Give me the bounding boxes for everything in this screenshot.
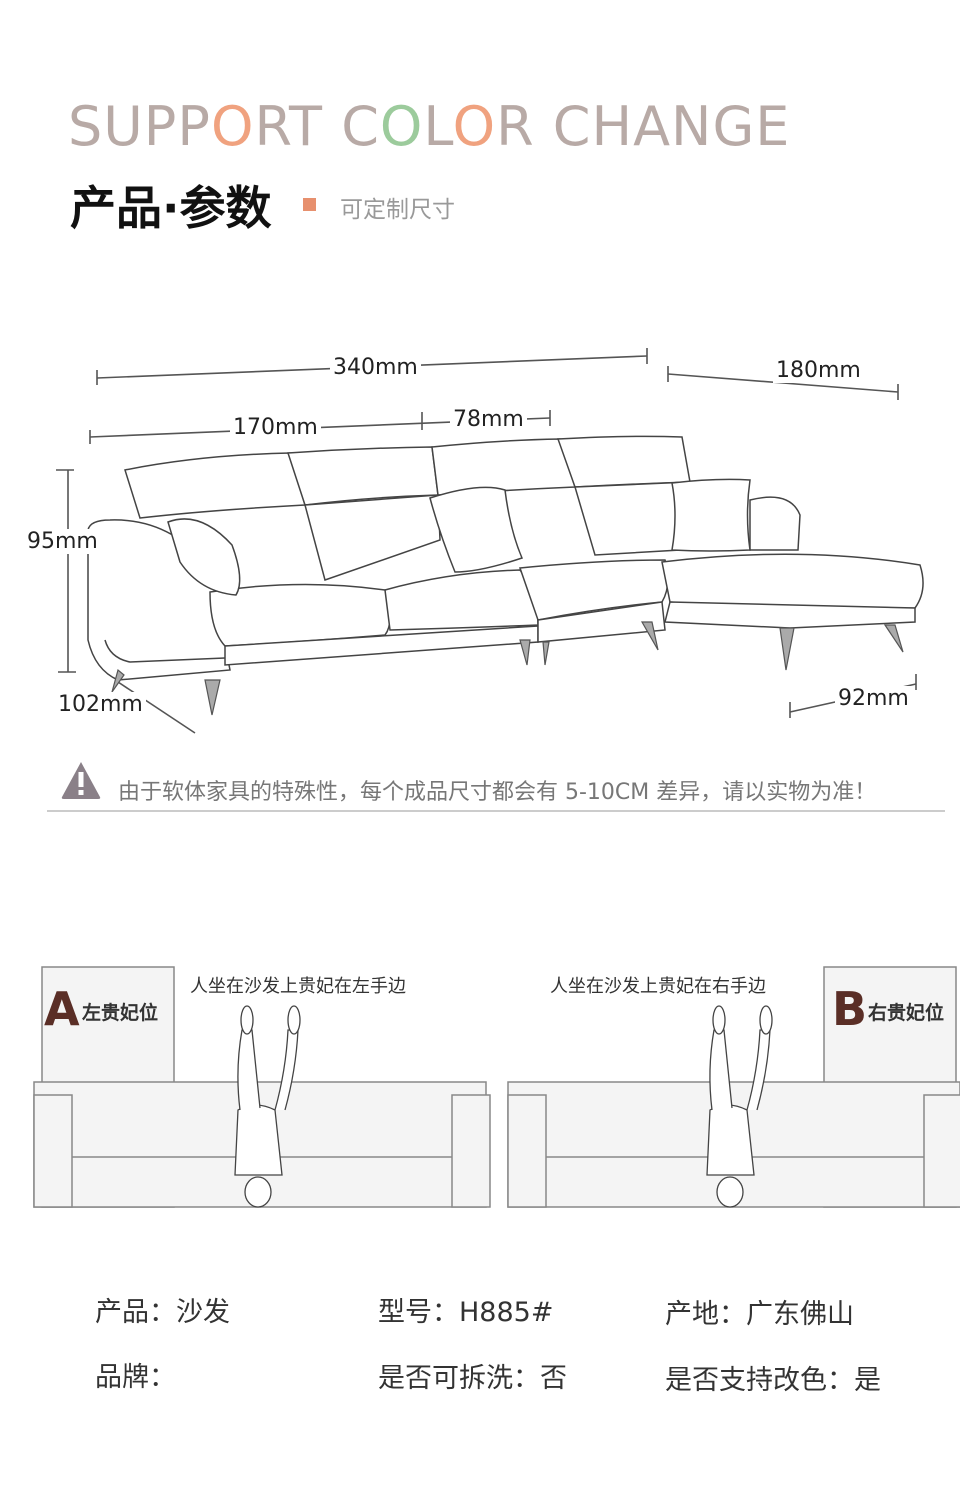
left-badge-label: 左贵妃位 xyxy=(82,1002,159,1024)
spec-color-change: 是否支持改色：是 xyxy=(665,1365,881,1396)
title-part: SUPP xyxy=(68,95,211,158)
notice-text: 由于软体家具的特殊性，每个成品尺寸都会有 5-10CM 差异，请以实物为准！ xyxy=(118,780,877,805)
section-title: 产品·参数 xyxy=(70,181,272,235)
left-caption: 人坐在沙发上贵妃在左手边 xyxy=(190,976,406,997)
title-part-accent: O xyxy=(210,95,255,158)
right-badge-label: 右贵妃位 xyxy=(868,1002,945,1024)
divider xyxy=(47,810,945,812)
banner-title: SUPPORT COLOR CHANGE xyxy=(68,95,790,158)
seating-diagrams xyxy=(33,966,960,1208)
dim-middle-section: 78mm xyxy=(450,407,527,432)
title-part: R CHANGE xyxy=(496,95,791,158)
spec-product: 产品：沙发 xyxy=(95,1297,230,1328)
title-part-accent: O xyxy=(379,95,424,158)
spec-washable: 是否可拆洗：否 xyxy=(378,1363,567,1394)
left-badge-letter: A xyxy=(44,982,80,1036)
dim-depth: 102mm xyxy=(55,692,146,717)
sofa-drawing xyxy=(56,348,924,734)
dim-chaise-width: 180mm xyxy=(773,358,864,383)
title-part: RT C xyxy=(254,95,380,158)
spec-brand: 品牌： xyxy=(95,1362,176,1393)
spec-model: 型号：H885# xyxy=(378,1297,554,1328)
title-part: L xyxy=(423,95,453,158)
dim-chaise-depth: 92mm xyxy=(835,686,912,711)
title-part-accent: O xyxy=(452,95,497,158)
dim-total-width: 340mm xyxy=(330,355,421,380)
custom-size-label: 可定制尺寸 xyxy=(340,197,455,223)
right-caption: 人坐在沙发上贵妃在右手边 xyxy=(550,976,766,997)
dim-height: 95mm xyxy=(24,529,101,554)
warning-icon xyxy=(61,762,101,799)
spec-origin: 产地：广东佛山 xyxy=(665,1299,854,1330)
right-badge-letter: B xyxy=(832,982,868,1036)
dim-left-section: 170mm xyxy=(230,415,321,440)
accent-square-icon xyxy=(303,198,316,211)
